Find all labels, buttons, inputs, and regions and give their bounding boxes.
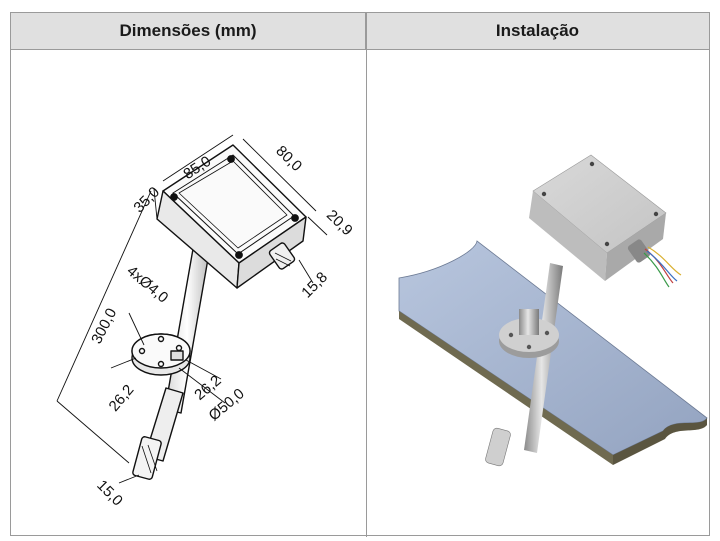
dim-depth: 80,0 <box>272 142 305 175</box>
dimensions-cell: 85,0 80,0 35,0 20,9 15,8 300,0 4xØ4,0 26… <box>11 50 366 536</box>
dimension-drawing: 85,0 80,0 35,0 20,9 15,8 300,0 4xØ4,0 26… <box>56 134 356 510</box>
installation-cell <box>367 50 709 536</box>
dim-flange-a: 26,2 <box>106 381 138 414</box>
dimensions-header: Dimensões (mm) <box>11 13 366 50</box>
product-spec-table: Dimensões (mm) Instalação <box>10 12 710 537</box>
enclosure-render <box>529 154 682 288</box>
probe-rod <box>524 263 563 453</box>
dim-gland: 15,8 <box>298 269 331 302</box>
dim-length: 300,0 <box>88 306 120 347</box>
dimension-lines <box>56 134 328 484</box>
installation-header: Instalação <box>366 13 709 50</box>
dim-side: 20,9 <box>323 207 356 240</box>
dim-holes: 4xØ4,0 <box>123 262 171 306</box>
sensor-line-drawing <box>131 144 307 480</box>
column-divider <box>366 13 367 537</box>
installation-illustration <box>398 154 708 467</box>
